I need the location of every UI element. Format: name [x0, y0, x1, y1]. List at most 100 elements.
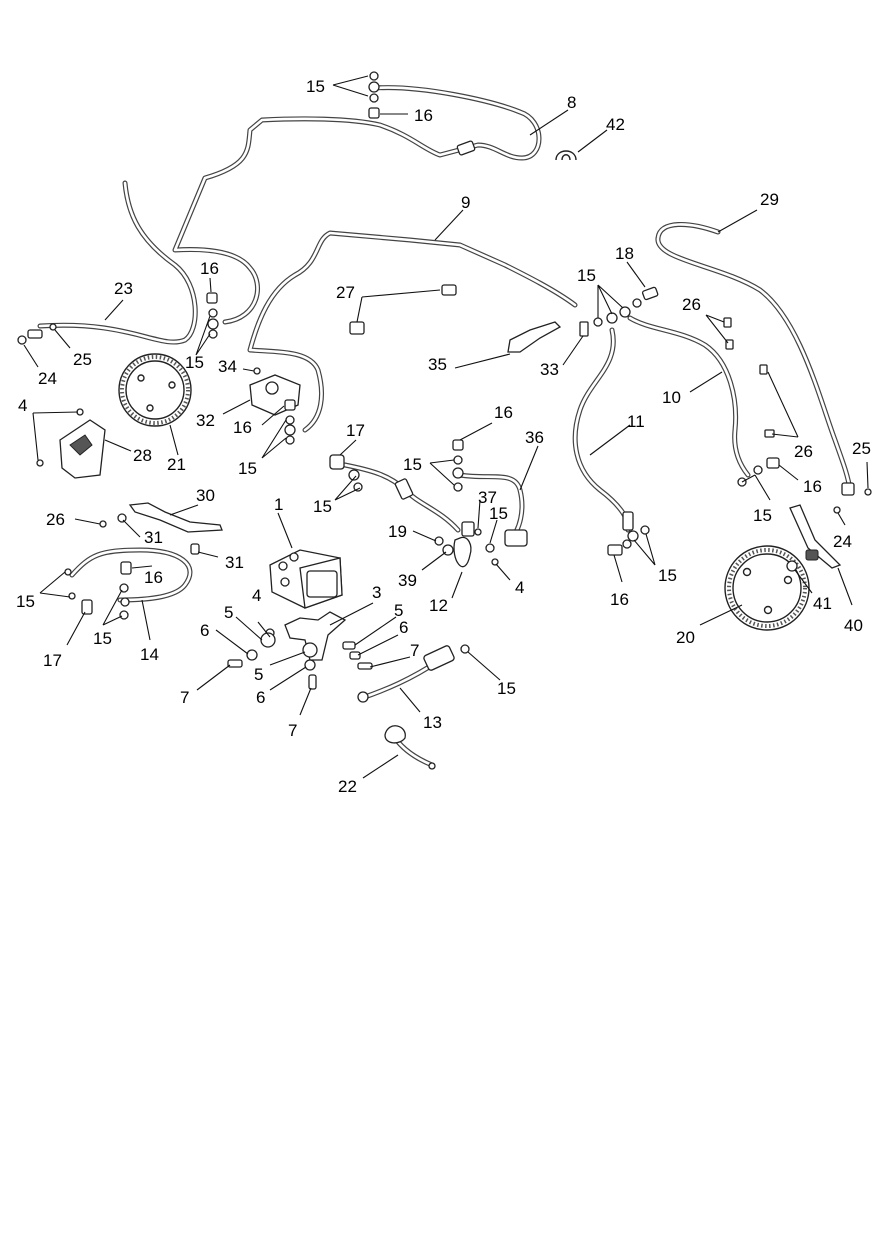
callout-22: 22: [338, 777, 357, 796]
callout-17: 17: [43, 651, 62, 670]
callout-15: 15: [238, 459, 257, 478]
clip-part-26e: [99, 520, 107, 528]
hose-11: [572, 327, 631, 533]
callout-7: 7: [288, 721, 297, 740]
bracket-part-30: [128, 502, 223, 533]
bolt-part-4c: [491, 558, 499, 566]
bolt-part-7a: [227, 659, 243, 668]
callout-41: 41: [813, 594, 832, 613]
banjo-bolt-part-16f: [452, 439, 464, 451]
callout-16: 16: [144, 568, 163, 587]
callout-26: 26: [46, 510, 65, 529]
callout-16: 16: [200, 259, 219, 278]
callout-15: 15: [403, 455, 422, 474]
bracket-part-3: [284, 611, 347, 661]
callout-30: 30: [196, 486, 215, 505]
callout-24: 24: [38, 369, 57, 388]
callout-42: 42: [606, 115, 625, 134]
callout-labels: 15 16 8 42 9 29 18 15 26 16 27 23 25 24 …: [16, 77, 871, 796]
callout-24: 24: [833, 532, 852, 551]
banjo-bolt-part-16d: [766, 457, 780, 469]
callout-39: 39: [398, 571, 417, 590]
banjo-bolt-part-16b: [206, 292, 218, 304]
bolt-part-31a: [117, 513, 127, 523]
banjo-bolt-part-16g: [120, 561, 132, 575]
callout-16: 16: [233, 418, 252, 437]
callout-7: 7: [180, 688, 189, 707]
clip-part-37: [474, 528, 482, 536]
callout-21: 21: [167, 455, 186, 474]
hose-end-part-8: [456, 140, 476, 156]
callout-15: 15: [306, 77, 325, 96]
callout-12: 12: [429, 596, 448, 615]
clip-part-27a: [441, 284, 457, 296]
callout-36: 36: [525, 428, 544, 447]
clip-part-42: [555, 150, 577, 161]
callout-5: 5: [254, 665, 263, 684]
callout-29: 29: [760, 190, 779, 209]
abs-unit-part-1: [269, 549, 343, 609]
grommet-part-5a: [260, 632, 276, 648]
bracket-part-35: [507, 321, 562, 353]
callout-13: 13: [423, 713, 442, 732]
banjo-bolt-part-16e: [607, 544, 623, 556]
callout-19: 19: [388, 522, 407, 541]
clip-part-26a: [723, 317, 732, 328]
abs-ring-part-20: [724, 545, 810, 631]
washer-part-15c: [460, 644, 470, 654]
washer-part-24a: [17, 335, 27, 345]
callout-6: 6: [256, 688, 265, 707]
clip-part-26c: [759, 364, 768, 375]
pipe-8: [172, 85, 542, 325]
callout-16: 16: [414, 106, 433, 125]
leader-lines: [23, 75, 869, 779]
callout-18: 18: [615, 244, 634, 263]
callout-25: 25: [852, 439, 871, 458]
banjo-bolt-part-16a: [368, 107, 380, 119]
banjo-part-29: [841, 482, 855, 496]
callout-11: 11: [627, 412, 645, 431]
callout-15: 15: [577, 266, 596, 285]
callout-4: 4: [515, 578, 524, 597]
callout-8: 8: [567, 93, 576, 112]
sensor-part-13: [423, 645, 455, 671]
callout-5: 5: [394, 601, 403, 620]
banjo-bolt-part-17a: [329, 454, 345, 470]
washer-part-24b: [833, 506, 841, 514]
callout-35: 35: [428, 355, 447, 374]
banjo-bolt-part-16c: [284, 399, 296, 411]
callout-31: 31: [144, 528, 163, 547]
bolt-part-31b: [190, 543, 200, 555]
fitting-part-12: [453, 536, 472, 568]
callout-15: 15: [16, 592, 35, 611]
callout-31: 31: [225, 553, 244, 572]
callout-4: 4: [252, 586, 261, 605]
callout-5: 5: [224, 603, 233, 622]
callout-26: 26: [682, 295, 701, 314]
callout-34: 34: [218, 357, 237, 376]
grommet-part-5b: [302, 642, 318, 658]
callout-9: 9: [461, 193, 470, 212]
callout-27: 27: [336, 283, 355, 302]
clip-part-26d: [764, 429, 775, 438]
callout-1: 1: [274, 495, 283, 514]
bolt-part-25b: [864, 488, 872, 496]
grommet-part-5c: [342, 641, 356, 650]
callout-3: 3: [372, 583, 381, 602]
banjo-bolt-part-17b: [81, 599, 93, 615]
clip-part-27b: [349, 321, 365, 335]
callout-37: 37: [478, 488, 497, 507]
callout-16: 16: [494, 403, 513, 422]
callout-15: 15: [753, 506, 772, 525]
callout-15: 15: [489, 504, 508, 523]
washer-part-15a: [369, 71, 379, 81]
callout-16: 16: [803, 477, 822, 496]
callout-15: 15: [313, 497, 332, 516]
callout-23: 23: [114, 279, 133, 298]
bolt-part-7b: [308, 674, 317, 690]
callout-17: 17: [346, 421, 365, 440]
washer-part-15b: [369, 93, 379, 103]
sleeve-part-33: [579, 321, 589, 337]
callout-32: 32: [196, 411, 215, 430]
